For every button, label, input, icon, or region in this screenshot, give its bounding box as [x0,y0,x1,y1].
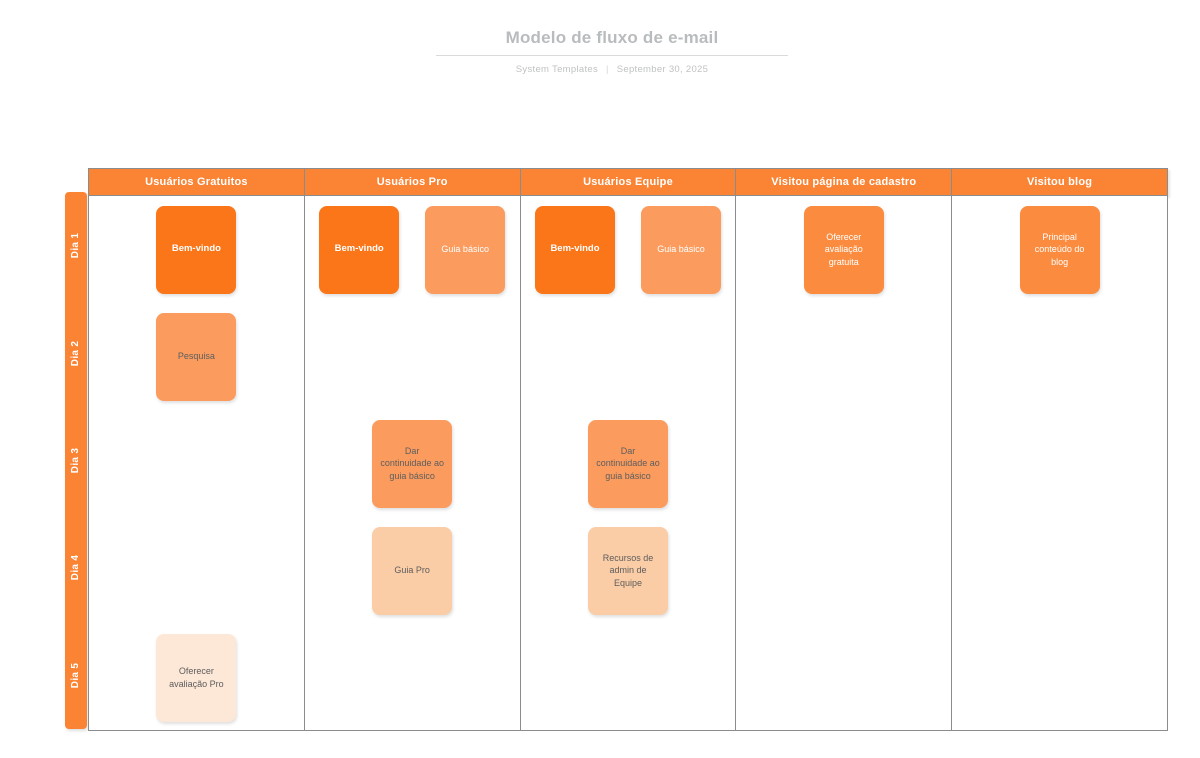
column-header-5[interactable]: Visitou blog [1027,176,1093,188]
board-column-4: Oferecer avaliação gratuita [736,196,953,731]
cell-c4-r2 [736,303,951,410]
email-card[interactable]: Oferecer avaliação gratuita [803,205,884,294]
email-card[interactable]: Guia básico [640,205,721,294]
email-card[interactable]: Recursos de admin de Equipe [587,526,668,615]
cell-c3-r1: Bem-vindo Guia básico [521,196,736,303]
cell-c5-r3 [952,410,1167,517]
cell-c2-r3: Dar continuidade ao guia básico [305,410,520,517]
email-card[interactable]: Guia básico [425,205,506,294]
column-header-3[interactable]: Usuários Equipe [521,169,737,195]
cell-c1-r4 [89,517,304,624]
document-source: System Templates [515,64,599,75]
cell-c3-r2 [521,303,736,410]
day-row-2: Dia 2 [65,299,87,406]
meta-separator: | [605,64,609,75]
email-card[interactable]: Bem-vindo [534,205,615,294]
email-card[interactable]: Dar continuidade ao guia básico [372,419,453,508]
cell-c2-r5 [305,624,520,731]
day-row-4: Dia 4 [65,514,87,621]
page-title: Modelo de fluxo de e-mail [436,28,788,56]
email-card[interactable]: Guia Pro [372,526,453,615]
cell-c4-r4 [736,517,951,624]
cell-c1-r3 [89,410,304,517]
cell-c3-r3: Dar continuidade ao guia básico [521,410,736,517]
day-row-label: Dia 2 [70,340,82,366]
board-column-5: Principal conteúdo do blog [952,196,1167,730]
day-row-label: Dia 4 [70,555,82,581]
cell-c5-r4 [952,517,1167,624]
cell-c2-r1: Bem-vindo Guia básico [305,196,520,303]
email-card[interactable]: Principal conteúdo do blog [1019,205,1100,294]
cell-c3-r5 [521,624,736,731]
cell-c5-r5 [952,624,1167,731]
cell-c5-r1: Principal conteúdo do blog [952,196,1167,303]
column-header-2[interactable]: Usuários Pro [305,169,521,195]
column-header-1[interactable]: Usuários Gratuitos [89,169,305,195]
email-card[interactable]: Bem-vindo [156,205,237,294]
day-rail: Dia 1 Dia 2 Dia 3 Dia 4 Dia 5 [65,192,87,729]
cell-c5-r2 [952,303,1167,410]
cell-c1-r5: Oferecer avaliação Pro [89,624,304,731]
document-meta: System Templates | September 30, 2025 [436,64,788,75]
cell-c2-r4: Guia Pro [305,517,520,624]
document-date: September 30, 2025 [616,64,709,75]
cell-c4-r1: Oferecer avaliação gratuita [736,196,951,303]
column-header-4[interactable]: Visitou página de cadastro [736,169,953,195]
day-row-1: Dia 1 [65,192,87,299]
day-row-label: Dia 3 [70,447,82,474]
cell-c4-r3 [736,410,951,517]
email-card[interactable]: Dar continuidade ao guia básico [587,419,668,508]
day-row-label: Dia 1 [70,233,82,259]
day-row-5: Dia 5 [65,622,87,729]
email-card[interactable]: Bem-vindo [319,205,400,294]
cell-c1-r1: Bem-vindo [89,196,304,303]
cell-c2-r2 [305,303,520,410]
email-card[interactable]: Pesquisa [156,312,237,401]
cell-c4-r5 [736,624,951,731]
day-row-3: Dia 3 [65,407,87,514]
day-row-label: Dia 5 [70,662,82,689]
cell-c1-r2: Pesquisa [89,303,304,410]
cell-c3-r4: Recursos de admin de Equipe [521,517,736,624]
email-card[interactable]: Oferecer avaliação Pro [156,633,237,722]
document-header: Modelo de fluxo de e-mail System Templat… [436,28,788,75]
